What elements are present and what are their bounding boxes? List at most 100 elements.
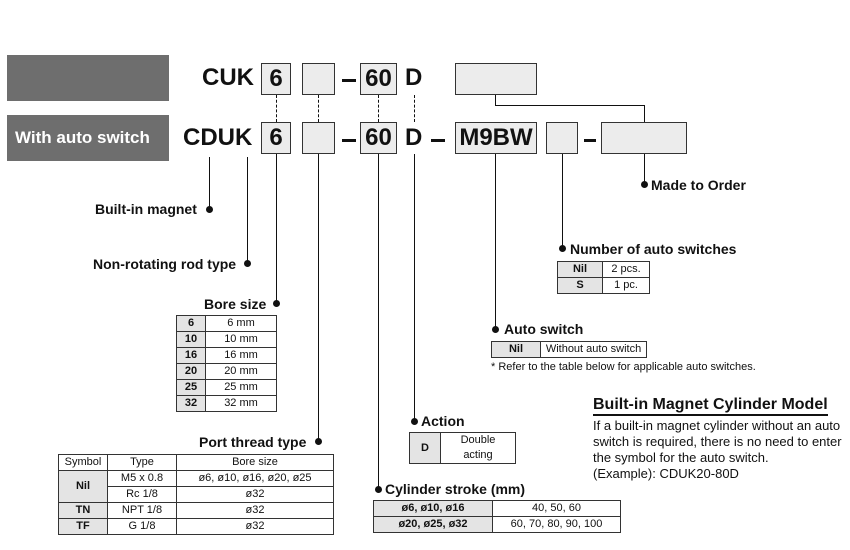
built-in-magnet-label: Built-in magnet: [95, 201, 197, 217]
connector: [318, 95, 319, 122]
bore-cell: ø32: [176, 486, 334, 503]
connector: [318, 154, 319, 441]
row1-prefix: CUK: [202, 64, 254, 91]
symbol-cell: TN: [58, 502, 108, 519]
row1-label-block: [7, 55, 169, 101]
value-cell: 2 pcs.: [602, 261, 650, 278]
bullet-dot: [641, 181, 648, 188]
bullet-dot: [492, 326, 499, 333]
value-cell: 40, 50, 60: [492, 500, 621, 517]
value-cell: 16 mm: [205, 347, 277, 364]
num-switches-label: Number of auto switches: [570, 241, 737, 257]
made-to-order-label: Made to Order: [651, 177, 746, 193]
value-cell: Double acting: [440, 432, 516, 464]
connector: [276, 95, 277, 122]
connector: [644, 105, 645, 122]
info-line: (Example): CDUK20-80D: [593, 466, 739, 481]
row1-action: D: [405, 64, 423, 91]
bore-cell: ø32: [176, 518, 334, 535]
value-cell: 20 mm: [205, 363, 277, 380]
table-row: TN NPT 1/8 ø32: [58, 502, 334, 519]
symbol-cell: 6: [176, 315, 206, 332]
row2-port-box: [302, 122, 335, 154]
bullet-dot: [244, 260, 251, 267]
info-title: Built-in Magnet Cylinder Model: [593, 396, 828, 416]
info-line: switch is required, there is no need to …: [593, 434, 842, 449]
row2-order-box: [601, 122, 687, 154]
bullet-dot: [315, 438, 322, 445]
port-thread-label: Port thread type: [199, 434, 307, 450]
row1-dash: [342, 79, 356, 82]
value-cell: 6 mm: [205, 315, 277, 332]
row2-action: D: [405, 124, 423, 151]
connector: [414, 95, 415, 122]
symbol-cell: Nil: [557, 261, 603, 278]
bullet-dot: [206, 206, 213, 213]
bullet-dot: [411, 418, 418, 425]
cylinder-stroke-label: Cylinder stroke (mm): [385, 481, 526, 497]
symbol-cell: D: [409, 432, 441, 464]
value-cell: 10 mm: [205, 331, 277, 348]
bullet-dot: [273, 300, 280, 307]
action-label: Action: [421, 413, 465, 429]
connector: [247, 157, 248, 263]
value-cell: 32 mm: [205, 395, 277, 412]
type-cell: M5 x 0.8: [107, 470, 177, 487]
port-thread-table: Symbol Type Bore size Nil M5 x 0.8 ø6, ø…: [58, 454, 334, 535]
bore-cell: ø32: [176, 502, 334, 519]
value-cell: 1 pc.: [602, 277, 650, 294]
symbol-cell: ø20, ø25, ø32: [373, 516, 493, 533]
connector: [414, 154, 415, 421]
row1-stroke-box: 60: [360, 63, 397, 95]
connector: [276, 154, 277, 303]
row2-prefix: CDUK: [183, 124, 253, 151]
connector: [495, 105, 644, 106]
row2-stroke-box: 60: [360, 122, 397, 154]
row2-count-box: [546, 122, 578, 154]
info-line: the symbol for the auto switch.: [593, 450, 769, 465]
symbol-cell: 20: [176, 363, 206, 380]
bore-cell: ø6, ø10, ø16, ø20, ø25: [176, 470, 334, 487]
type-cell: NPT 1/8: [107, 502, 177, 519]
auto-switch-label: With auto switch: [7, 115, 169, 161]
bullet-dot: [375, 486, 382, 493]
non-rotating-label: Non-rotating rod type: [93, 256, 237, 272]
connector: [378, 95, 379, 122]
connector: [209, 157, 210, 209]
connector: [562, 154, 563, 248]
symbol-cell: ø6, ø10, ø16: [373, 500, 493, 517]
symbol-cell: 10: [176, 331, 206, 348]
bore-size-label: Bore size: [204, 296, 267, 312]
symbol-cell: Nil: [58, 470, 108, 503]
table-row: TF G 1/8 ø32: [58, 518, 334, 535]
row2-dash-2: [431, 139, 445, 142]
symbol-cell: Nil: [491, 341, 541, 358]
bullet-dot: [559, 245, 566, 252]
symbol-cell: 16: [176, 347, 206, 364]
col-header: Symbol: [58, 454, 108, 471]
symbol-cell: 25: [176, 379, 206, 396]
row1-suffix-box: [455, 63, 537, 95]
auto-switch-note: * Refer to the table below for applicabl…: [491, 361, 756, 373]
type-cell: Rc 1/8: [107, 486, 177, 503]
info-line: If a built-in magnet cylinder without an…: [593, 418, 841, 433]
symbol-cell: 32: [176, 395, 206, 412]
row1-port-box: [302, 63, 335, 95]
value-cell: 25 mm: [205, 379, 277, 396]
